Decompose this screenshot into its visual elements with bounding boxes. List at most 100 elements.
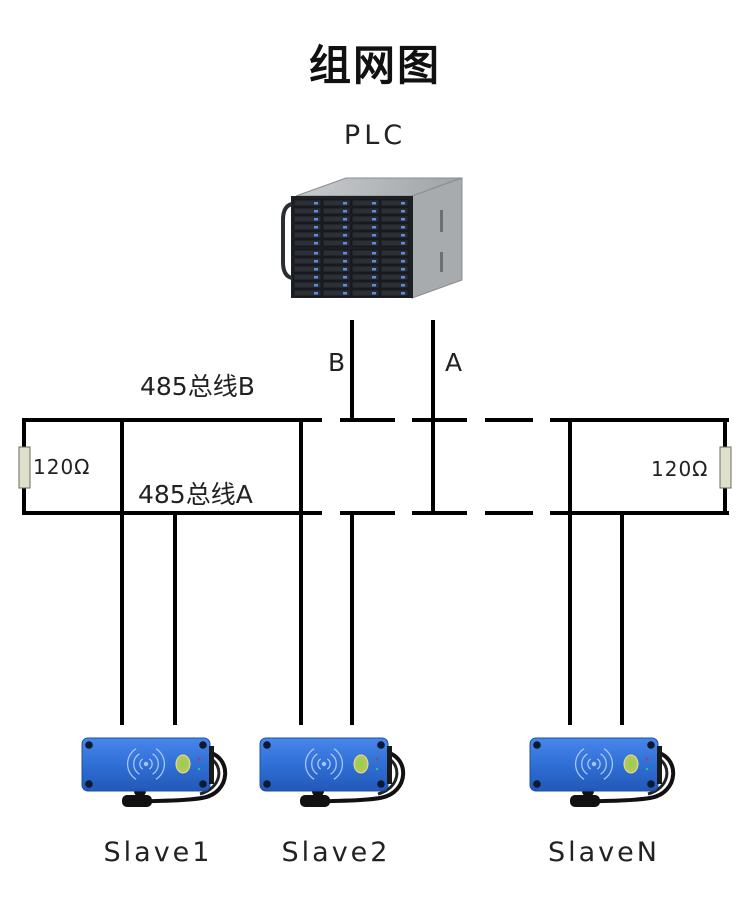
led-green-icon bbox=[375, 767, 379, 771]
screw-hole-icon bbox=[533, 741, 541, 749]
drive-led-icon bbox=[372, 234, 376, 237]
plc-server-icon bbox=[281, 177, 463, 299]
drive-led-icon bbox=[372, 252, 376, 255]
drive-led-icon bbox=[372, 226, 376, 229]
drive-led-icon bbox=[401, 242, 405, 245]
drive-led-icon bbox=[401, 218, 405, 221]
drive-bay bbox=[293, 281, 322, 289]
slave2-device-icon bbox=[259, 737, 406, 807]
screw-hole-icon bbox=[199, 741, 207, 749]
drive-led-icon bbox=[314, 234, 318, 237]
screw-hole-icon bbox=[199, 780, 207, 788]
screw-hole-icon bbox=[377, 741, 385, 749]
slave1-device-icon bbox=[81, 737, 228, 807]
led-red-icon bbox=[645, 757, 649, 761]
drive-led-icon bbox=[314, 284, 318, 287]
status-badge-icon bbox=[623, 754, 639, 774]
drive-led-icon bbox=[401, 292, 405, 295]
slave1-label: Slave1 bbox=[103, 837, 213, 868]
drive-bay bbox=[322, 239, 351, 247]
rfid-wave-icon bbox=[575, 748, 613, 780]
slave2-label: Slave2 bbox=[281, 837, 391, 868]
plc-label: PLC bbox=[343, 120, 407, 151]
screw-hole-icon bbox=[647, 741, 655, 749]
drive-led-icon bbox=[314, 276, 318, 279]
drive-bay bbox=[380, 249, 409, 257]
drive-bay bbox=[351, 207, 380, 215]
drive-led-icon bbox=[372, 292, 376, 295]
connector-icon bbox=[570, 795, 600, 807]
drive-led-icon bbox=[401, 284, 405, 287]
drive-led-icon bbox=[314, 292, 318, 295]
plc-wire-a-label: A bbox=[445, 348, 463, 377]
drive-bays bbox=[293, 199, 409, 297]
drive-bay bbox=[322, 249, 351, 257]
drive-led-icon bbox=[401, 260, 405, 263]
terminator-right-label: 120Ω bbox=[651, 457, 709, 481]
status-badge-icon bbox=[353, 754, 369, 774]
drive-bay bbox=[351, 265, 380, 273]
screw-hole-icon bbox=[85, 741, 93, 749]
drive-led-icon bbox=[343, 268, 347, 271]
drive-led-icon bbox=[372, 276, 376, 279]
drive-led-icon bbox=[314, 226, 318, 229]
slaven-label: SlaveN bbox=[548, 837, 660, 868]
drive-bay bbox=[293, 249, 322, 257]
drive-led-icon bbox=[314, 268, 318, 271]
drive-led-icon bbox=[314, 252, 318, 255]
drive-led-icon bbox=[343, 202, 347, 205]
drive-led-icon bbox=[343, 242, 347, 245]
drive-led-icon bbox=[372, 260, 376, 263]
screw-hole-icon bbox=[377, 780, 385, 788]
drive-bay bbox=[322, 199, 351, 207]
drive-bay bbox=[293, 289, 322, 297]
rfid-wave-icon bbox=[127, 748, 165, 780]
slaven-device-icon bbox=[529, 737, 676, 807]
drive-bay bbox=[380, 257, 409, 265]
wiring bbox=[22, 320, 729, 725]
drive-led-icon bbox=[343, 226, 347, 229]
drive-led-icon bbox=[372, 210, 376, 213]
drive-bay bbox=[293, 199, 322, 207]
drive-led-icon bbox=[343, 252, 347, 255]
led-red-icon bbox=[197, 757, 201, 761]
led-green-icon bbox=[197, 767, 201, 771]
screw-hole-icon bbox=[263, 741, 271, 749]
rfid-wave-icon bbox=[305, 748, 343, 780]
drive-led-icon bbox=[343, 292, 347, 295]
drive-led-icon bbox=[372, 202, 376, 205]
drive-bay bbox=[322, 273, 351, 281]
drive-led-icon bbox=[314, 218, 318, 221]
page-title: 组网图 bbox=[308, 41, 441, 90]
drive-led-icon bbox=[314, 210, 318, 213]
drive-bay bbox=[380, 265, 409, 273]
drive-bay bbox=[380, 231, 409, 239]
drive-led-icon bbox=[401, 210, 405, 213]
drive-bay bbox=[293, 231, 322, 239]
drive-led-icon bbox=[401, 252, 405, 255]
drive-led-icon bbox=[372, 268, 376, 271]
drive-bay bbox=[380, 273, 409, 281]
drive-led-icon bbox=[401, 268, 405, 271]
screw-hole-icon bbox=[263, 780, 271, 788]
terminator-resistor-left-icon bbox=[18, 446, 31, 489]
drive-led-icon bbox=[314, 202, 318, 205]
drive-bay bbox=[351, 249, 380, 257]
drive-bay bbox=[351, 273, 380, 281]
drive-bay bbox=[351, 223, 380, 231]
terminator-resistor-right-icon bbox=[719, 446, 732, 489]
drive-led-icon bbox=[314, 242, 318, 245]
drive-led-icon bbox=[343, 276, 347, 279]
drive-bay bbox=[322, 289, 351, 297]
plc-wire-b-label: B bbox=[328, 348, 346, 377]
drive-bay bbox=[380, 223, 409, 231]
drive-bay bbox=[322, 223, 351, 231]
drive-bay bbox=[351, 199, 380, 207]
drive-bay bbox=[293, 257, 322, 265]
drive-bay bbox=[293, 215, 322, 223]
drive-bay bbox=[380, 215, 409, 223]
drive-led-icon bbox=[343, 218, 347, 221]
drive-bay bbox=[380, 289, 409, 297]
drive-bay bbox=[351, 239, 380, 247]
